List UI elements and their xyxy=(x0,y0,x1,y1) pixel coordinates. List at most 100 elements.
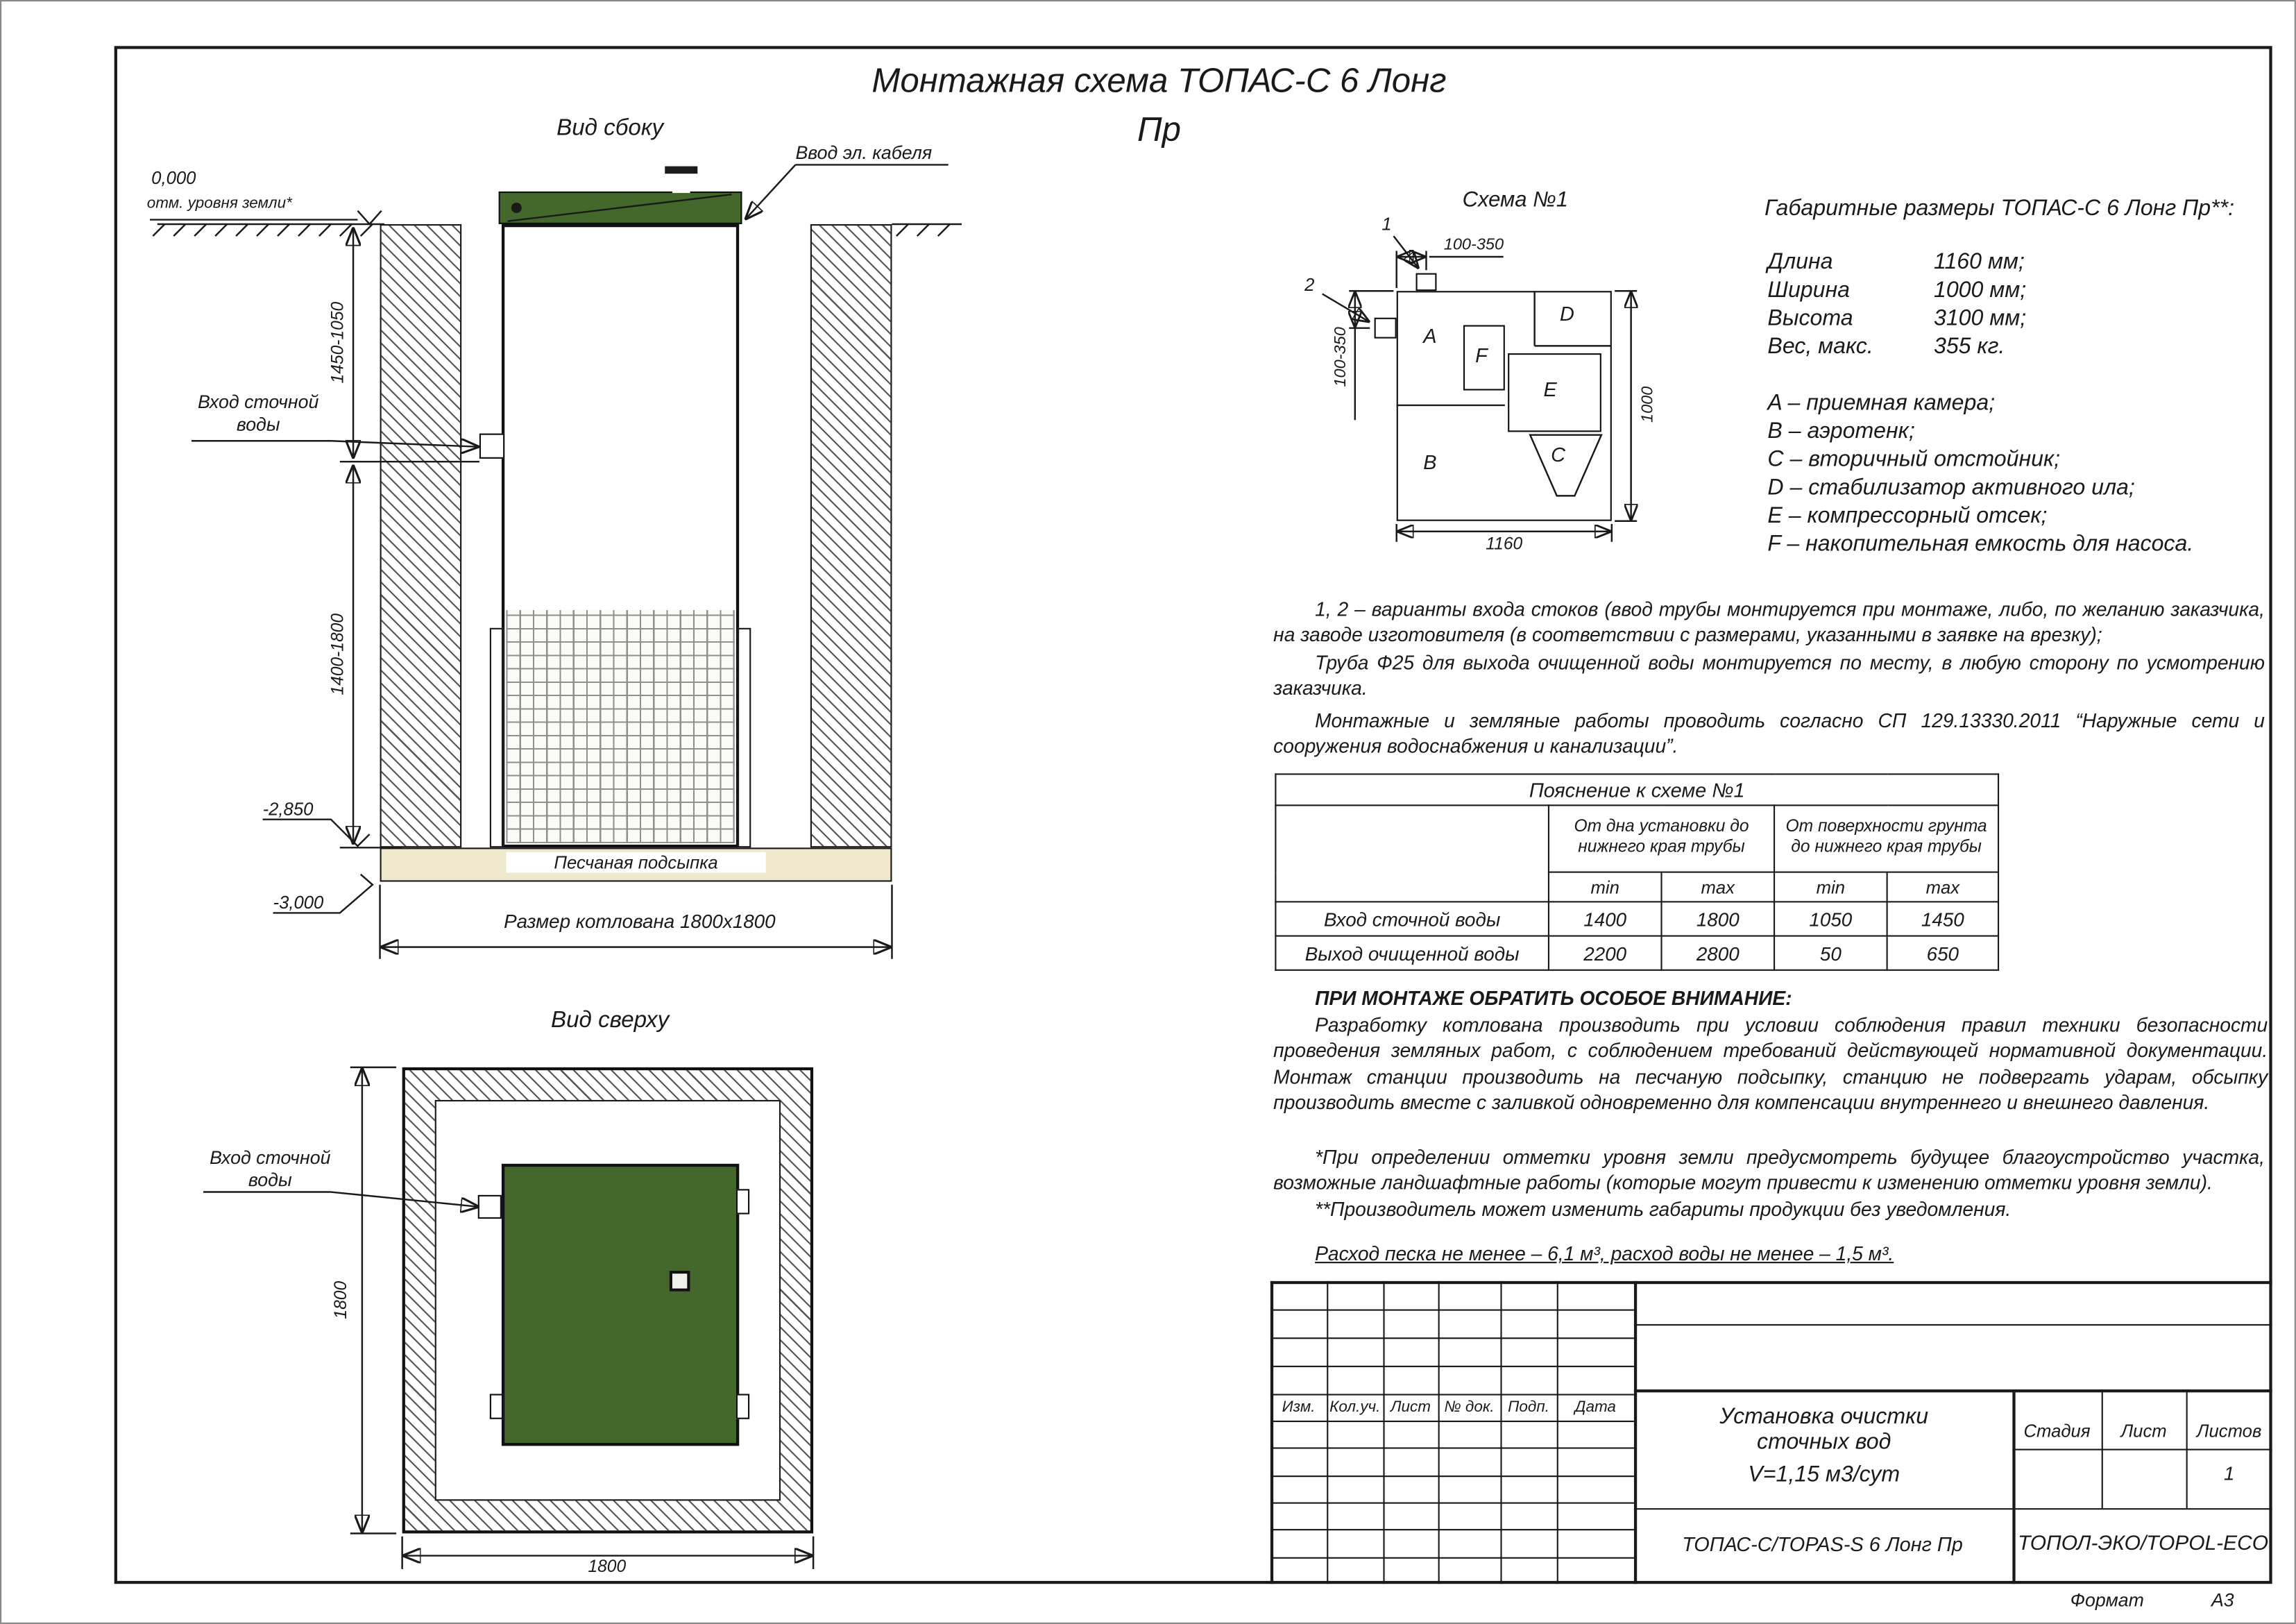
titleblock-line xyxy=(1556,1280,1559,1584)
tank-rail-right xyxy=(738,627,751,848)
tank-inlet-port xyxy=(479,433,505,459)
titleblock-line xyxy=(1633,1280,1637,1584)
page-title: Монтажная схема ТОПАС-С 6 Лонг xyxy=(871,60,1447,100)
dim-row-label: Высота xyxy=(1767,305,1853,331)
tank-lower-section xyxy=(506,610,735,843)
scheme-marker1-label: 1 xyxy=(1381,214,1392,235)
titleblock-header-ndok: № док. xyxy=(1444,1398,1495,1416)
legend-item: E – компрессорный отсек; xyxy=(1767,503,2048,529)
dim-row-value: 1160 мм; xyxy=(1933,249,2025,275)
titleblock-line xyxy=(1270,1280,1273,1584)
table-cell: 50 xyxy=(1773,935,1888,971)
top-view-label: Вид сверху xyxy=(550,1008,670,1033)
ground-level-note: отм. уровня земли* xyxy=(146,194,292,212)
top-inlet-label: Вход сточной воды xyxy=(210,1147,331,1190)
compartment-e-box xyxy=(1508,353,1601,432)
depth-dimensions xyxy=(339,227,479,849)
pit-size-label: Размер котлована 1800x1800 xyxy=(504,910,776,933)
titleblock-line xyxy=(1270,1529,1634,1531)
cable-entry-label: Ввод эл. кабеля xyxy=(795,142,933,164)
legend-item: D – стабилизатор активного ила; xyxy=(1767,475,2135,500)
explanation-table: Пояснение к схеме №1 От дна установки до… xyxy=(1275,773,2000,971)
compartment-e-label: E xyxy=(1543,378,1557,401)
tank-top-vent-square xyxy=(669,1270,690,1292)
titleblock-line xyxy=(1500,1280,1503,1584)
footnote-manufacturer: **Производитель может изменить габариты … xyxy=(1315,1198,2012,1221)
legend-item: B – аэротенк; xyxy=(1767,418,1915,444)
titleblock-header-list: Лист xyxy=(1391,1398,1431,1416)
titleblock-line xyxy=(1270,1475,1634,1478)
sand-label: Песчаная подсыпка xyxy=(506,852,766,874)
titleblock-line xyxy=(2012,1389,2015,1584)
scheme-inlet2-port xyxy=(1374,317,1397,339)
level-tank-bottom-label: -2,850 xyxy=(262,798,314,820)
consumption-note: Расход песка не менее – 6,1 м³, расход в… xyxy=(1315,1242,1894,1265)
dim-row-value: 355 кг. xyxy=(1933,334,2005,360)
project-capacity: V=1,15 м3/сут xyxy=(1748,1462,1900,1488)
titleblock-line xyxy=(1270,1420,1634,1423)
legend-item: F – накопительная емкость для насоса. xyxy=(1767,531,2194,557)
table-cell: 1800 xyxy=(1660,901,1776,937)
titleblock-line xyxy=(2012,1448,2272,1451)
project-name: Установка очистки сточных вод xyxy=(1719,1404,1929,1455)
compartment-f-box xyxy=(1463,325,1505,391)
page-title-line2: Пр xyxy=(1137,110,1181,149)
tank-rail-left xyxy=(489,627,504,848)
inlet-markers-leaders xyxy=(1322,235,1419,322)
titleblock-header-data: Дата xyxy=(1574,1398,1616,1416)
dim-row-label: Ширина xyxy=(1767,277,1851,303)
tank-top-inlet-port xyxy=(477,1194,502,1219)
model-label: ТОПАС-С/TOPAS-S 6 Лонг Пр xyxy=(1682,1533,1963,1556)
compartment-f-label: F xyxy=(1475,344,1488,367)
table-group2-header: От поверхности грунта до нижнего края тр… xyxy=(1773,804,2000,873)
table-corner-cell xyxy=(1275,804,1550,903)
titleblock-header-izm: Изм. xyxy=(1282,1398,1316,1416)
warning-heading: ПРИ МОНТАЖЕ ОБРАТИТЬ ОСОБОЕ ВНИМАНИЕ: xyxy=(1315,987,1792,1010)
tank-top-view xyxy=(501,1163,740,1446)
sheets-label: Листов xyxy=(2196,1420,2262,1441)
titleblock-line xyxy=(1327,1280,1329,1584)
ground-level-value: 0,000 xyxy=(151,167,196,189)
tank-lid xyxy=(498,191,742,224)
sheet-label: Лист xyxy=(2120,1420,2167,1441)
level-mark-3000 xyxy=(273,873,374,914)
table-max-header: max xyxy=(1660,871,1776,903)
dim-row-value: 1000 мм; xyxy=(1933,277,2027,303)
pit-dimension xyxy=(379,884,893,959)
top-view-lines xyxy=(203,1066,815,1569)
titleblock-line xyxy=(1270,1394,1634,1396)
legend-item: C – вторичный отстойник; xyxy=(1767,446,2061,473)
titleblock-line xyxy=(1270,1557,1634,1559)
footnote-landscaping: *При определении отметки уровня земли пр… xyxy=(1273,1146,2265,1194)
scheme-label: Схема №1 xyxy=(1462,188,1569,212)
compartment-partitions xyxy=(1396,291,1612,497)
legend-item: A – приемная камера; xyxy=(1767,390,1996,416)
format-label: Формат xyxy=(2070,1589,2144,1611)
table-cell: 2200 xyxy=(1547,935,1663,971)
scheme-lines xyxy=(1322,235,1671,542)
side-view-label: Вид сбоку xyxy=(556,115,664,142)
compartment-d-label: D xyxy=(1559,303,1574,325)
drawing-frame xyxy=(114,46,2272,1584)
table-max-header: max xyxy=(1886,871,2000,903)
dim-row-value: 3100 мм; xyxy=(1933,305,2027,331)
titleblock-line xyxy=(1633,1508,2272,1510)
level-mark-2850 xyxy=(262,818,371,847)
table-cell: 1450 xyxy=(1886,901,2000,937)
titleblock-line xyxy=(1383,1280,1386,1584)
top-inlet-leader xyxy=(203,1191,479,1207)
scheme-dim-top-label: 100-350 xyxy=(1443,236,1504,254)
overall-dims-title: Габаритные размеры ТОПАС-С 6 Лонг Пр**: xyxy=(1764,196,2235,221)
table-title: Пояснение к схеме №1 xyxy=(1275,773,2000,806)
dim-upper-label: 1450-1050 xyxy=(330,301,348,384)
tank-lug-left-bottom xyxy=(489,1394,504,1419)
earth-wall-right xyxy=(810,223,892,848)
titleblock-line xyxy=(1438,1280,1440,1584)
note-pipe: Труба Ф25 для выхода очищенной воды монт… xyxy=(1273,651,2265,700)
sheets-value: 1 xyxy=(2223,1462,2235,1485)
overall-dim-row: Высота 3100 мм; xyxy=(1767,306,2026,332)
compartment-a-label: A xyxy=(1423,325,1437,348)
top-dim-bottom-label: 1800 xyxy=(588,1558,627,1577)
